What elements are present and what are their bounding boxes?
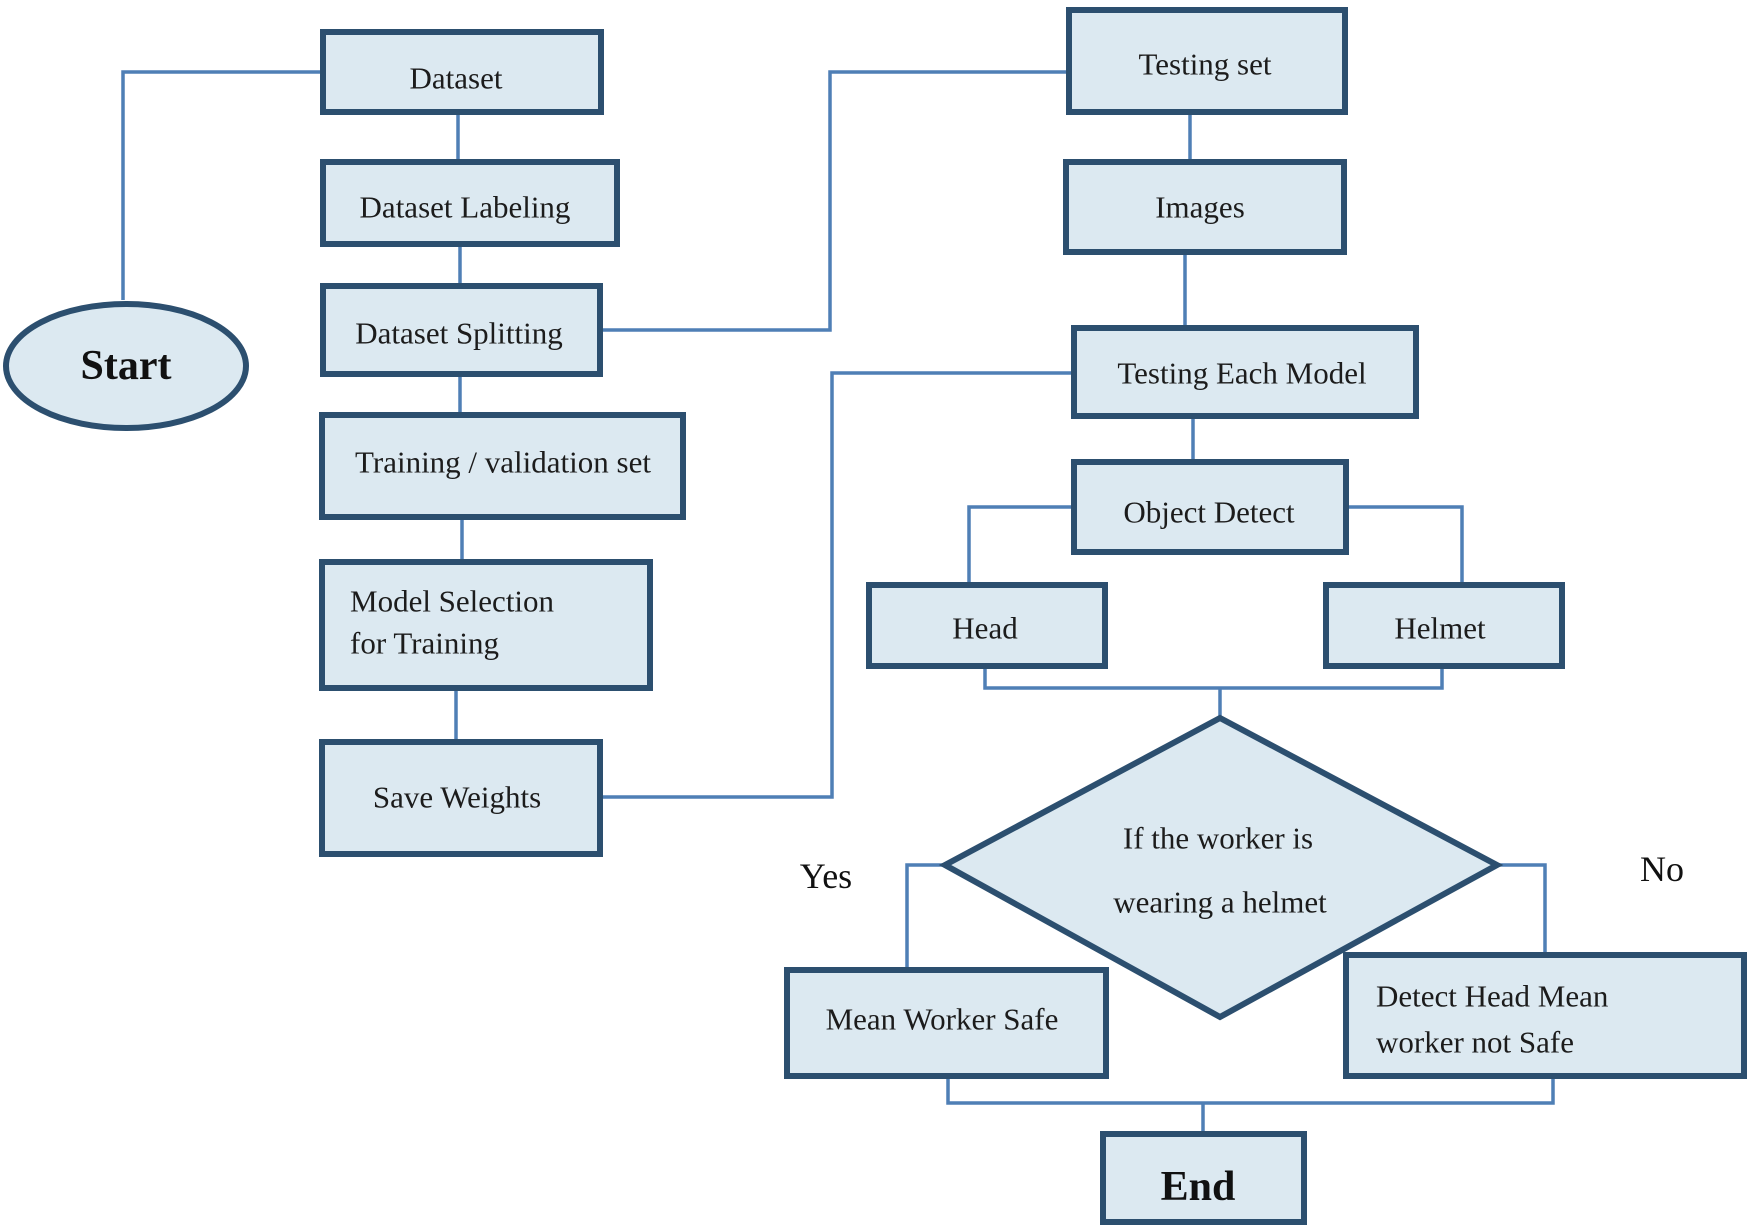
helmet-label: Helmet xyxy=(1394,611,1486,646)
model-selection-label-line1: Model Selection xyxy=(350,584,555,619)
end-label: End xyxy=(1161,1164,1236,1210)
worker-safe-node xyxy=(784,967,1109,1079)
end-node xyxy=(1100,1131,1307,1225)
dataset-labeling-node xyxy=(320,159,620,247)
worker-safe-label: Mean Worker Safe xyxy=(826,1002,1059,1037)
connector-head-helmet-merge xyxy=(983,666,1444,690)
training-validation-node xyxy=(319,412,686,520)
connector-splitting-testing-set xyxy=(600,70,1069,332)
dataset-splitting-node xyxy=(320,283,603,377)
testing-set-node xyxy=(1066,7,1348,115)
model-selection-label-line2: for Training xyxy=(350,626,499,661)
training-validation-label: Training / validation set xyxy=(355,445,651,480)
head-node xyxy=(866,582,1108,669)
worker-not-safe-label-line1: Detect Head Mean xyxy=(1376,979,1609,1014)
connector-save-testing-model xyxy=(600,371,1074,799)
testing-each-model-node xyxy=(1071,325,1419,419)
helmet-node xyxy=(1323,582,1565,669)
connectors xyxy=(121,70,1555,1134)
dataset-node xyxy=(320,29,604,115)
testing-each-model-label: Testing Each Model xyxy=(1117,356,1366,391)
decision-node xyxy=(938,714,1504,1021)
model-selection-node xyxy=(319,559,653,691)
connector-decision-yes xyxy=(905,863,945,970)
object-detect-node xyxy=(1071,459,1349,555)
worker-not-safe-label-line2: worker not Safe xyxy=(1376,1025,1574,1060)
head-label: Head xyxy=(952,611,1018,646)
labels: Start Dataset Dataset Labeling Dataset S… xyxy=(81,47,1684,1211)
connector-object-helmet xyxy=(1346,505,1464,585)
worker-not-safe-node xyxy=(1343,952,1747,1079)
save-weights-node xyxy=(319,739,603,857)
save-weights-label: Save Weights xyxy=(373,780,541,815)
no-branch-label: No xyxy=(1640,849,1684,889)
dataset-splitting-label: Dataset Splitting xyxy=(355,316,563,351)
dataset-label: Dataset xyxy=(410,61,503,96)
yes-branch-label: Yes xyxy=(800,856,852,896)
decision-label-line1: If the worker is xyxy=(1123,821,1313,856)
dataset-labeling-label: Dataset Labeling xyxy=(360,190,571,225)
connector-object-head xyxy=(967,505,1074,585)
start-node xyxy=(3,301,249,431)
start-label: Start xyxy=(81,343,172,389)
decision-label-line2: wearing a helmet xyxy=(1113,885,1327,920)
images-label: Images xyxy=(1155,190,1245,225)
object-detect-label: Object Detect xyxy=(1123,495,1295,530)
connector-decision-no xyxy=(1497,863,1547,955)
images-node xyxy=(1063,159,1347,255)
testing-set-label: Testing set xyxy=(1138,47,1271,82)
nodes xyxy=(3,7,1747,1225)
connector-results-merge xyxy=(946,1076,1555,1105)
connector-start-dataset xyxy=(121,70,323,300)
